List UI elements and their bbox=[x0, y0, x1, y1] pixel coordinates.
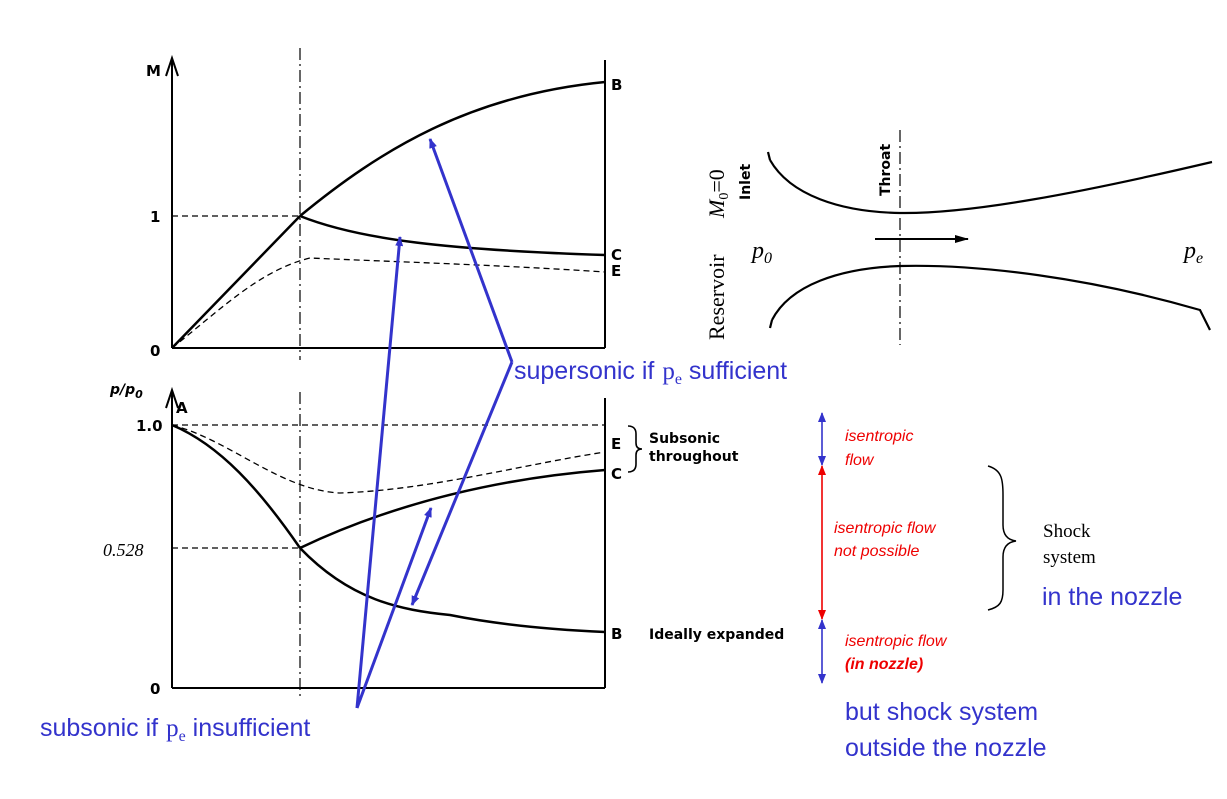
curve-mach-E bbox=[171, 257, 606, 349]
ideally-expanded-label: Ideally expanded bbox=[649, 627, 784, 643]
pressure-tick-critical: 0.528 bbox=[103, 540, 144, 560]
mach-tick-one: 1 bbox=[150, 208, 160, 226]
pressure-axis-label: p/p0 bbox=[109, 382, 143, 401]
not-possible-line2: not possible bbox=[834, 543, 919, 560]
in-nozzle-line1: isentropic flow bbox=[845, 633, 948, 650]
pressure-label-E: E bbox=[611, 435, 621, 453]
mach-label-B: B bbox=[611, 76, 622, 94]
pressure-y-axis-arrowhead bbox=[165, 386, 179, 409]
nozzle-lower-wall bbox=[768, 264, 1211, 331]
mach-y-axis-arrowhead bbox=[165, 54, 179, 77]
outside-nozzle-line2: outside the nozzle bbox=[845, 734, 1047, 762]
curve-pressure-fall bbox=[171, 423, 302, 549]
shock-system-line2: system bbox=[1043, 547, 1096, 568]
mach-plot: M 1 0 B C E bbox=[146, 48, 622, 360]
reservoir-label: Reservoir bbox=[704, 254, 729, 340]
mach-origin-label: 0 bbox=[150, 342, 160, 360]
inlet-label: Inlet bbox=[738, 164, 754, 200]
not-possible-line1: isentropic flow bbox=[834, 520, 937, 537]
mach-label-E: E bbox=[611, 262, 621, 280]
pressure-origin-label: 0 bbox=[150, 680, 160, 698]
curve-pressure-E bbox=[171, 424, 606, 494]
subsonic-throughout-line2: throughout bbox=[649, 449, 739, 465]
pressure-label-B: B bbox=[611, 625, 622, 643]
outside-nozzle-line1: but shock system bbox=[845, 698, 1038, 726]
throat-label: Throat bbox=[878, 144, 894, 196]
exit-pressure-label: pe bbox=[1182, 238, 1203, 267]
reservoir-mach-label: M0=0 bbox=[704, 169, 732, 219]
isentropic-flow-line2: flow bbox=[845, 452, 875, 469]
shock-system-brace bbox=[987, 465, 1017, 611]
curve-mach-rise bbox=[171, 215, 301, 349]
mach-label-C: C bbox=[611, 246, 622, 264]
arrow-subsonic-to-mach-C bbox=[355, 236, 404, 709]
subsonic-throughout-line1: Subsonic bbox=[649, 431, 720, 447]
isentropic-flow-line1: isentropic bbox=[845, 428, 913, 445]
regime-indicators: isentropic flow isentropic flow not poss… bbox=[818, 412, 1182, 762]
pressure-tick-top: 1.0 bbox=[136, 417, 163, 435]
reservoir-pressure-label: p0 bbox=[750, 238, 772, 267]
in-nozzle-line2: (in nozzle) bbox=[845, 656, 923, 673]
pressure-label-C: C bbox=[611, 465, 622, 483]
arrow-supersonic-to-mach-B bbox=[428, 138, 514, 363]
nozzle-sketch: Reservoir M0=0 Inlet Throat p0 pe bbox=[704, 130, 1213, 345]
shock-system-line1: Shock bbox=[1043, 521, 1091, 542]
subsonic-brace bbox=[627, 425, 643, 473]
curve-pressure-C bbox=[299, 468, 606, 550]
arrow-subsonic-to-pressure-C bbox=[355, 507, 433, 709]
curve-mach-C bbox=[299, 214, 606, 257]
in-the-nozzle-label: in the nozzle bbox=[1042, 583, 1182, 611]
pressure-plot: p/p0 A 1.0 0.528 0 E C B Subsonic throug… bbox=[103, 382, 784, 700]
curve-pressure-B bbox=[299, 547, 606, 634]
nozzle-upper-wall bbox=[766, 151, 1213, 215]
mach-axis-label: M bbox=[146, 62, 161, 80]
curve-mach-B bbox=[299, 80, 606, 217]
pressure-point-A: A bbox=[176, 399, 188, 417]
arrow-supersonic-to-pressure-B bbox=[410, 361, 514, 606]
